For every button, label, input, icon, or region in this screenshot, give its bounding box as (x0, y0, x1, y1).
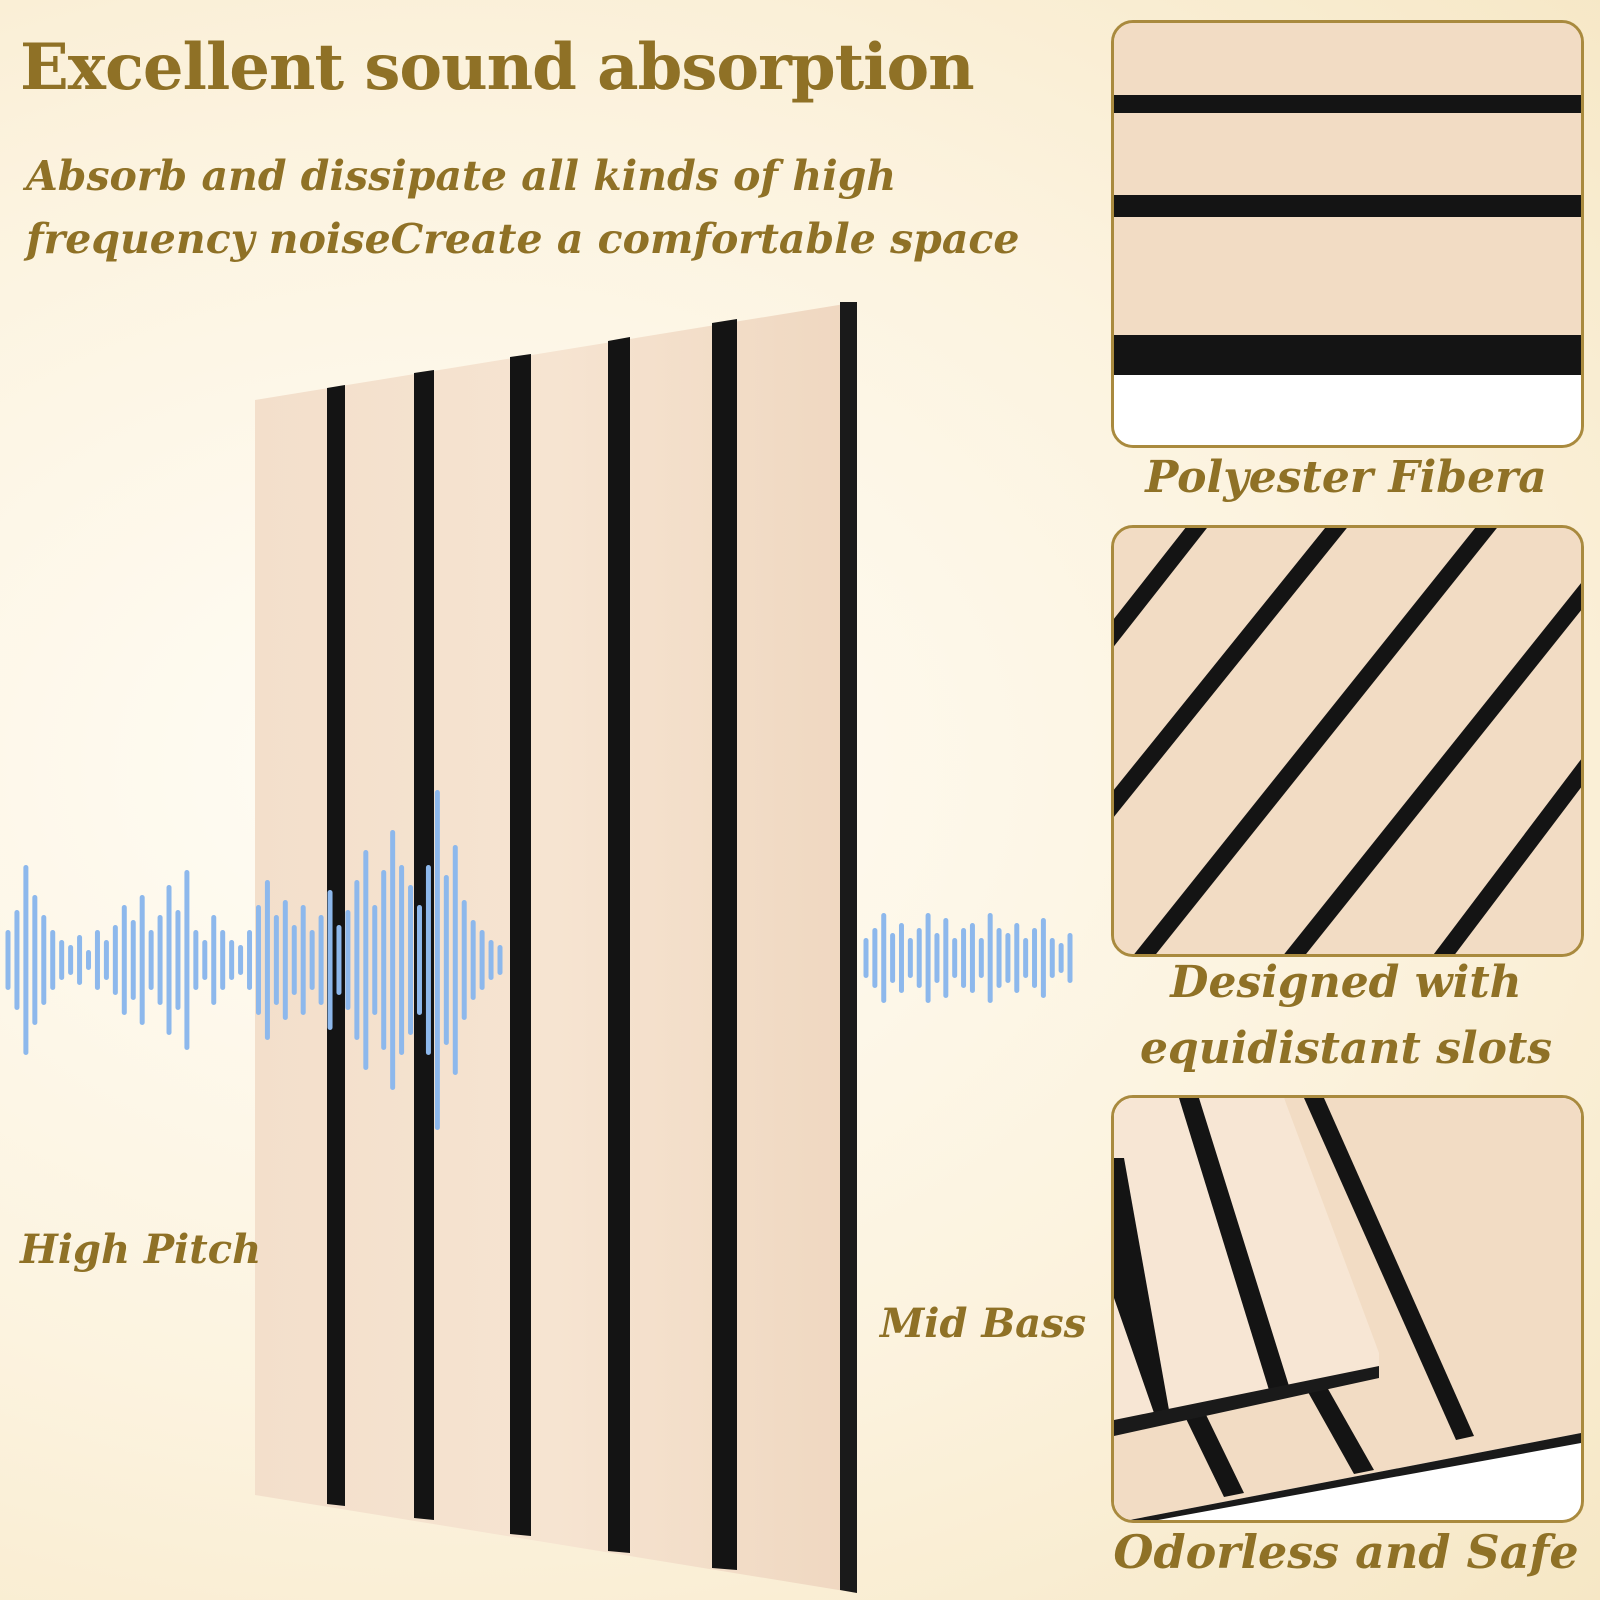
polyester-fiber-caption: Polyester Fibera (1145, 452, 1547, 503)
wave-bar (166, 885, 172, 1035)
wave-bar (1040, 918, 1046, 998)
wave-bar (996, 928, 1002, 988)
wave-bar (130, 920, 136, 1000)
subtitle-line-1: Absorb and dissipate all kinds of high (26, 152, 897, 200)
wave-bar (916, 928, 922, 988)
wave-bar (863, 938, 869, 978)
high-pitch-label: High Pitch (20, 1226, 262, 1273)
wave-bar (14, 910, 20, 1010)
equidistant-slots-closeup (1111, 525, 1584, 957)
wave-bar (23, 865, 29, 1055)
wave-bar (247, 930, 253, 990)
wave-bar (470, 920, 476, 1000)
wave-bar (1067, 933, 1073, 983)
wave-bar (890, 933, 896, 983)
wave-bar (211, 915, 217, 1005)
subtitle-line-2: frequency noiseCreate a comfortable spac… (26, 215, 1020, 263)
wave-bar (943, 918, 949, 998)
wave-bar (408, 885, 414, 1035)
wave-bar (336, 925, 342, 995)
wave-bar (68, 945, 74, 975)
wave-bar (881, 913, 887, 1003)
wave-bar (381, 870, 387, 1050)
wave-bar (1023, 938, 1029, 978)
wave-bar (1049, 938, 1055, 978)
wave-bar (1032, 928, 1038, 988)
wave-bar (425, 865, 431, 1055)
wave-bar (139, 895, 145, 1025)
wave-bar (59, 940, 65, 980)
wave-bar (961, 928, 967, 988)
wave-bar (434, 790, 440, 1130)
wave-bar (925, 913, 931, 1003)
wave-bar (121, 905, 127, 1015)
wave-bar (872, 928, 878, 988)
wave-bar (32, 895, 38, 1025)
wave-bar (372, 905, 378, 1015)
wave-bar (184, 870, 190, 1050)
odorless-safe-closeup (1111, 1095, 1584, 1523)
wave-bar (318, 915, 324, 1005)
wave-bar (5, 930, 11, 990)
wave-bar (238, 945, 244, 975)
odorless-safe-caption: Odorless and Safe (1113, 1525, 1579, 1579)
wave-bar (1058, 943, 1064, 973)
wave-bar (291, 925, 297, 995)
wave-bar (952, 938, 958, 978)
wave-bar (202, 940, 208, 980)
wave-bar (898, 923, 904, 993)
wave-bar (978, 938, 984, 978)
wave-bar (77, 935, 83, 985)
equidistant-slots-caption: Designed with equidistant slots (1111, 950, 1581, 1082)
wave-bar (934, 933, 940, 983)
wave-bar (345, 910, 351, 1010)
wave-bar (488, 940, 494, 980)
wave-bar (907, 938, 913, 978)
wave-bar (112, 925, 118, 995)
wave-bar (987, 913, 993, 1003)
wave-bar (461, 900, 467, 1020)
wave-bar (50, 930, 56, 990)
wave-bar (175, 910, 181, 1010)
wave-bar (229, 940, 235, 980)
wave-bar (443, 875, 449, 1045)
wave-bar (390, 830, 396, 1090)
wave-bar (94, 930, 100, 990)
wave-bar (399, 865, 405, 1055)
wave-bar (309, 930, 315, 990)
headline: Excellent sound absorption (20, 30, 975, 105)
wave-bar (497, 945, 503, 975)
wave-bar (452, 845, 458, 1075)
wave-bar (264, 880, 270, 1040)
wave-bar (157, 915, 163, 1005)
wave-bar (479, 930, 485, 990)
wave-bar (103, 940, 109, 980)
wave-bar (148, 930, 154, 990)
wave-bar (969, 923, 975, 993)
wave-bar (1014, 923, 1020, 993)
mid-bass-label: Mid Bass (880, 1300, 1087, 1347)
wave-bar (255, 905, 261, 1015)
wave-bar (416, 905, 422, 1015)
wave-bar (1005, 933, 1011, 983)
wave-bar (193, 930, 199, 990)
wave-bar (327, 890, 333, 1030)
wave-bar (220, 930, 226, 990)
equidistant-slots-caption-line-2: equidistant slots (1139, 1023, 1553, 1074)
wave-bar (273, 915, 279, 1005)
subtitle: Absorb and dissipate all kinds of high f… (26, 145, 1066, 271)
equidistant-slots-caption-line-1: Designed with (1170, 957, 1522, 1008)
wave-bar (300, 905, 306, 1015)
wave-bar (363, 850, 369, 1070)
polyester-fiber-closeup (1111, 20, 1584, 448)
wave-bar (86, 950, 92, 970)
wave-bar (282, 900, 288, 1020)
wave-bar (41, 915, 47, 1005)
wave-bar (354, 880, 360, 1040)
